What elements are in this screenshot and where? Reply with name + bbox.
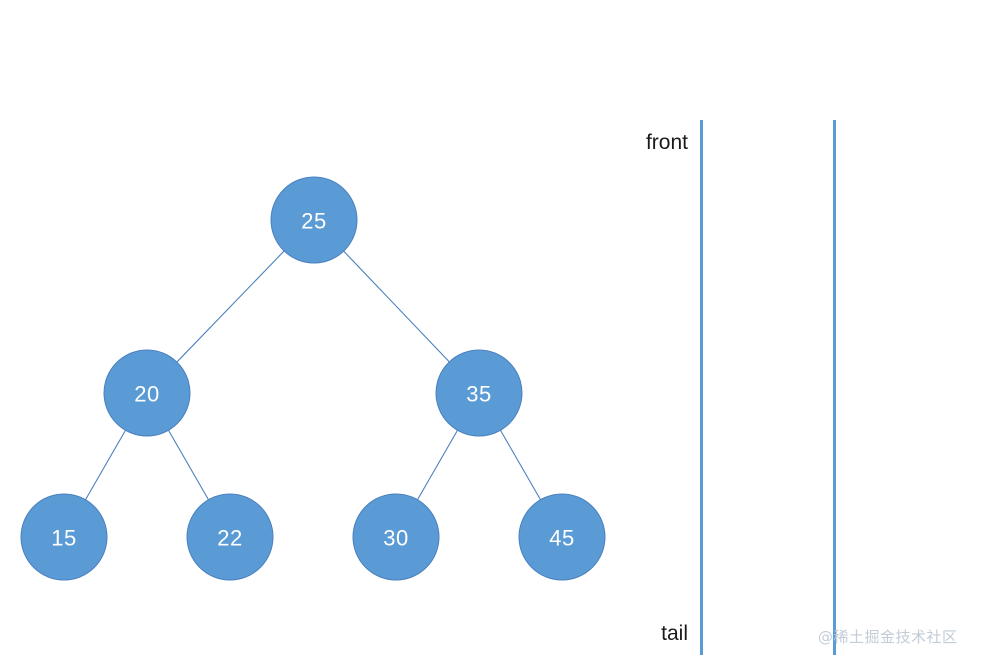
tree-node[interactable]: 25 bbox=[270, 176, 358, 264]
tree-node[interactable]: 30 bbox=[352, 493, 440, 581]
tree-edge bbox=[416, 429, 459, 501]
tree-edge bbox=[167, 429, 210, 501]
tree-node-value: 22 bbox=[217, 526, 242, 551]
tree-node[interactable]: 35 bbox=[435, 349, 523, 437]
tree-node-circle bbox=[518, 493, 606, 581]
tree-nodes: 25 20 35 15 22 30 45 bbox=[20, 176, 606, 581]
tree-node[interactable]: 15 bbox=[20, 493, 108, 581]
tree-edge bbox=[343, 250, 450, 363]
tree-node-value: 30 bbox=[383, 526, 408, 551]
tree-node-value: 35 bbox=[466, 382, 491, 407]
tree-node-circle bbox=[352, 493, 440, 581]
tree-edges bbox=[84, 250, 542, 501]
tree-node-value: 45 bbox=[549, 526, 574, 551]
queue-rail-left bbox=[700, 120, 703, 655]
tree-node-circle bbox=[103, 349, 191, 437]
tree-node[interactable]: 22 bbox=[186, 493, 274, 581]
tree-edge bbox=[176, 250, 285, 363]
tree-node-circle bbox=[435, 349, 523, 437]
tree-edge bbox=[84, 429, 127, 501]
tree-node[interactable]: 45 bbox=[518, 493, 606, 581]
watermark-text: @稀土掘金技术社区 bbox=[818, 628, 958, 646]
tree-node-circle bbox=[20, 493, 108, 581]
tree-node-value: 20 bbox=[134, 382, 159, 407]
tree-node-circle bbox=[186, 493, 274, 581]
tree-node-circle bbox=[270, 176, 358, 264]
tree-node-value: 15 bbox=[51, 526, 76, 551]
tree-node[interactable]: 20 bbox=[103, 349, 191, 437]
tree-node-value: 25 bbox=[301, 209, 326, 234]
queue-front-label: front bbox=[645, 131, 688, 154]
queue-rail-right bbox=[833, 120, 836, 655]
queue-tail-label: tail bbox=[661, 622, 688, 645]
tree-edge bbox=[499, 429, 542, 501]
